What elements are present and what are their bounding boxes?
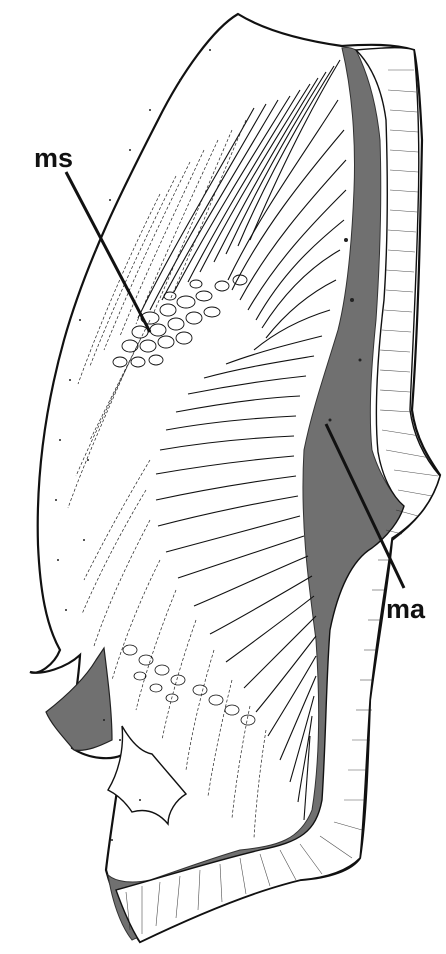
label-ma: ma [386, 596, 425, 623]
label-ms: ms [34, 145, 73, 172]
